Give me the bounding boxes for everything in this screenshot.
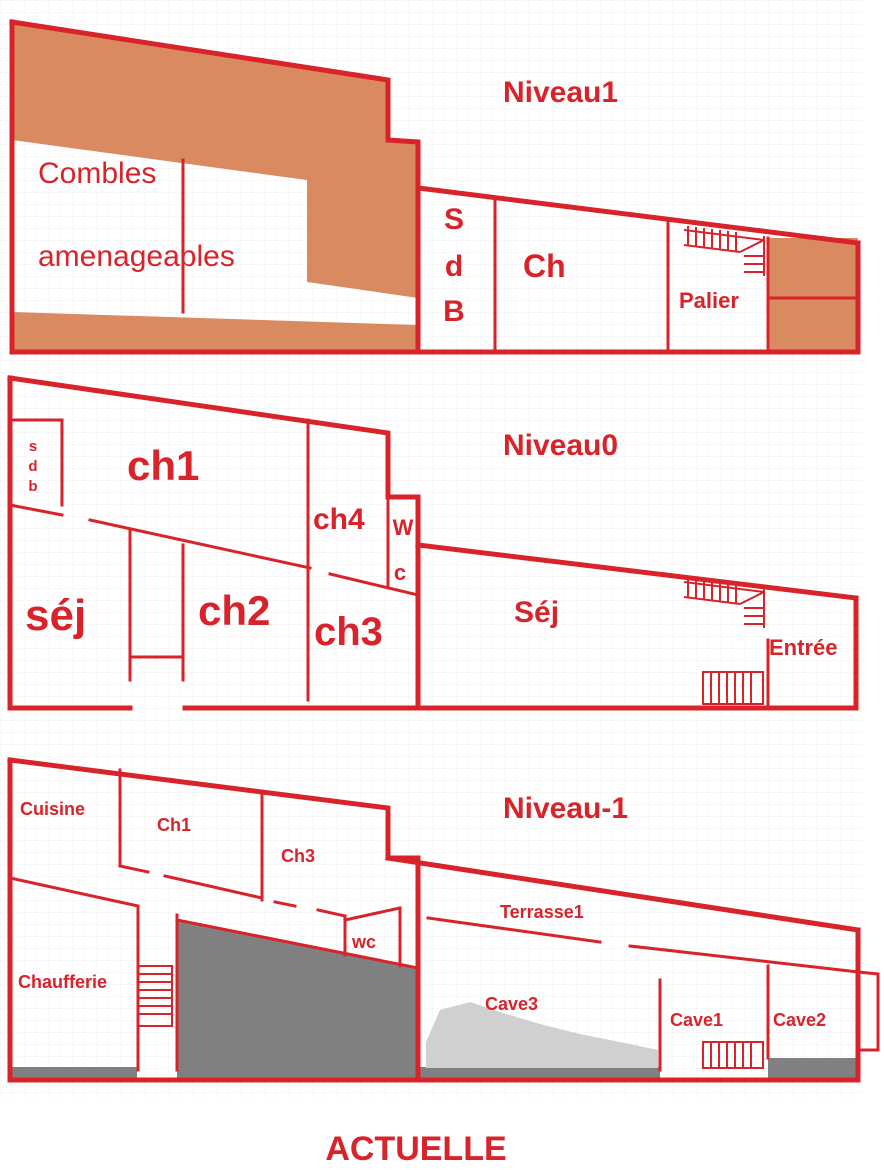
level-minus-1: Niveau-1 Cuisine Ch1 Ch3 wc Terrasse1 Ch… — [7, 757, 880, 1083]
level-1-partitions — [181, 158, 860, 354]
label-ch1: ch1 — [127, 442, 199, 489]
rock-area — [426, 1002, 658, 1068]
label-wc-minus: wc — [351, 932, 376, 952]
label-amenageables: amenageables — [38, 240, 235, 273]
label-wc-w: W — [393, 515, 414, 540]
label-ch3-minus: Ch3 — [281, 846, 315, 866]
label-sej-right: Séj — [514, 596, 559, 629]
label-ch4: ch4 — [313, 503, 365, 536]
grid-background — [0, 0, 864, 1100]
label-cave1: Cave1 — [670, 1010, 723, 1030]
level-0-title: Niveau0 — [503, 429, 618, 462]
level-minus-1-title: Niveau-1 — [503, 792, 628, 825]
label-wc-c: c — [394, 560, 406, 585]
ground-fill — [10, 920, 858, 1082]
label-cuisine: Cuisine — [20, 799, 85, 819]
label-cave3: Cave3 — [485, 994, 538, 1014]
label-entree: Entrée — [769, 635, 837, 660]
label-sdb-b-small: b — [28, 478, 37, 495]
stairs-icon — [683, 578, 765, 628]
label-combles: Combles — [38, 157, 156, 190]
level-0-partitions — [8, 418, 770, 710]
label-ch3: ch3 — [314, 610, 383, 654]
stairs-icon — [683, 226, 765, 276]
attic-shading — [12, 22, 858, 352]
level-1: Niveau1 Combles amenageables S d B Ch Pa… — [9, 19, 861, 355]
cave1-steps-icon — [702, 1041, 764, 1069]
label-chaufferie: Chaufferie — [18, 972, 107, 992]
label-sdb-b: B — [443, 295, 465, 328]
label-ch1-minus: Ch1 — [157, 815, 191, 835]
footer-title: ACTUELLE — [325, 1130, 506, 1168]
level-1-title: Niveau1 — [503, 76, 618, 109]
entry-steps-icon — [702, 671, 764, 705]
label-palier: Palier — [679, 288, 739, 313]
label-terrasse: Terrasse1 — [500, 902, 584, 922]
label-ch2: ch2 — [198, 587, 270, 634]
label-cave2: Cave2 — [773, 1010, 826, 1030]
level-minus-1-partitions — [8, 768, 880, 1072]
chaufferie-stairs-icon — [137, 965, 173, 1027]
label-sdb-d: d — [445, 250, 463, 283]
label-sdb-d-small: d — [28, 458, 37, 475]
label-sdb-s: S — [444, 203, 464, 236]
label-sej-left: séj — [25, 591, 86, 640]
label-ch: Ch — [523, 248, 566, 284]
label-sdb-s-small: s — [29, 438, 37, 455]
level-0: Niveau0 s d b ch1 ch4 W c séj ch2 ch3 Sé… — [7, 375, 859, 711]
